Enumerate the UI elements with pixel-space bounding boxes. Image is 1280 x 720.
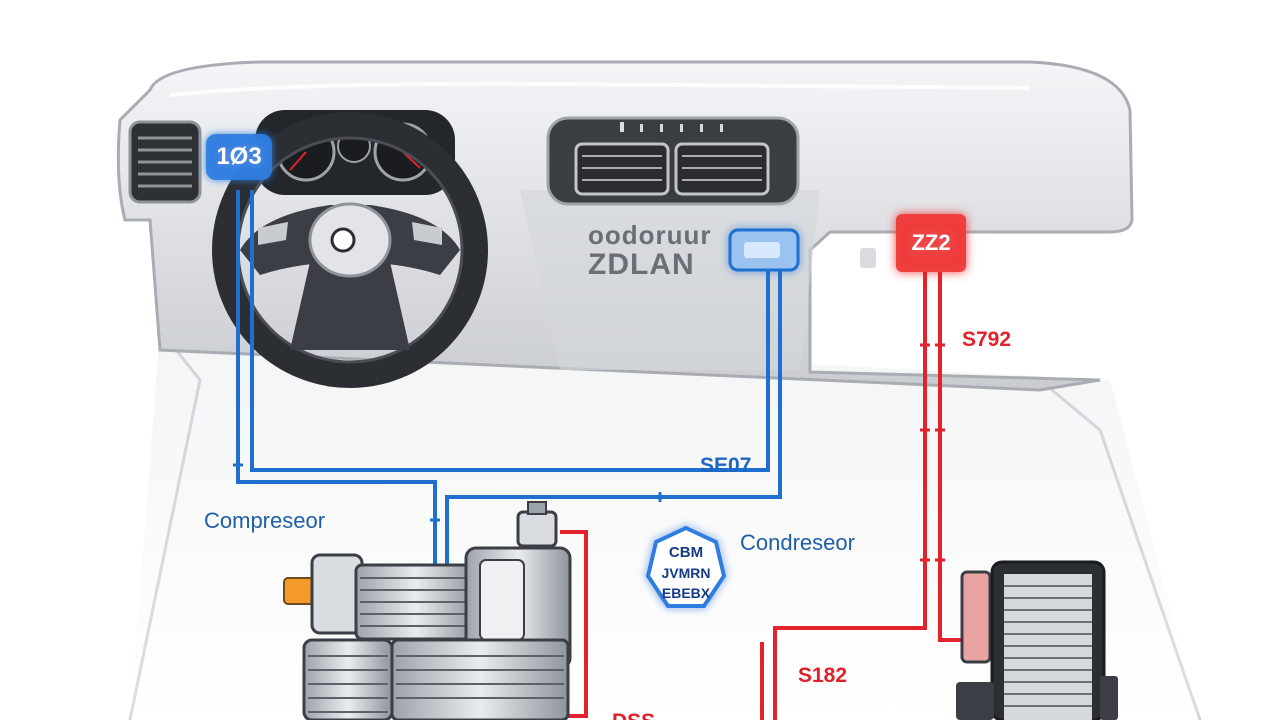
red-refrigerant-lines [560, 272, 970, 720]
steering-wheel-icon [212, 112, 488, 388]
badge: CBM JVMRN EBEBX [645, 525, 727, 608]
red-line-code-upper: S792 [962, 328, 1011, 351]
condenser-label: Condreseor [740, 530, 855, 555]
left-air-vent-icon [128, 120, 202, 204]
cluster-tag: 1Ø3 [206, 134, 272, 180]
condenser-icon [956, 560, 1118, 720]
badge-line3: EBEBX [662, 585, 711, 601]
badge-line1: CBM [669, 544, 703, 561]
compressor-icon [283, 501, 572, 720]
blue-refrigerant-lines [236, 190, 782, 570]
compressor-label: Compreseor [204, 508, 325, 533]
right-red-panel: ZZ2 [896, 214, 966, 272]
center-air-vent-icon [546, 116, 800, 206]
dash-upper-text: oodoruur [588, 220, 712, 250]
red-line-ticks [920, 343, 945, 562]
red-line-code-bottom: DSS [612, 710, 655, 720]
cluster-tag-text: 1Ø3 [216, 143, 261, 170]
panel-clip [860, 248, 876, 268]
red-line-code-lower: S182 [798, 664, 847, 687]
blue-connector-icon [728, 228, 800, 272]
blue-line-code: SE07 [700, 454, 751, 477]
dash-lower-text: ZDLAN [588, 248, 695, 281]
right-panel-tag-text: ZZ2 [911, 230, 950, 255]
badge-line2: JVMRN [661, 565, 710, 581]
blue-line-ticks [233, 463, 662, 522]
